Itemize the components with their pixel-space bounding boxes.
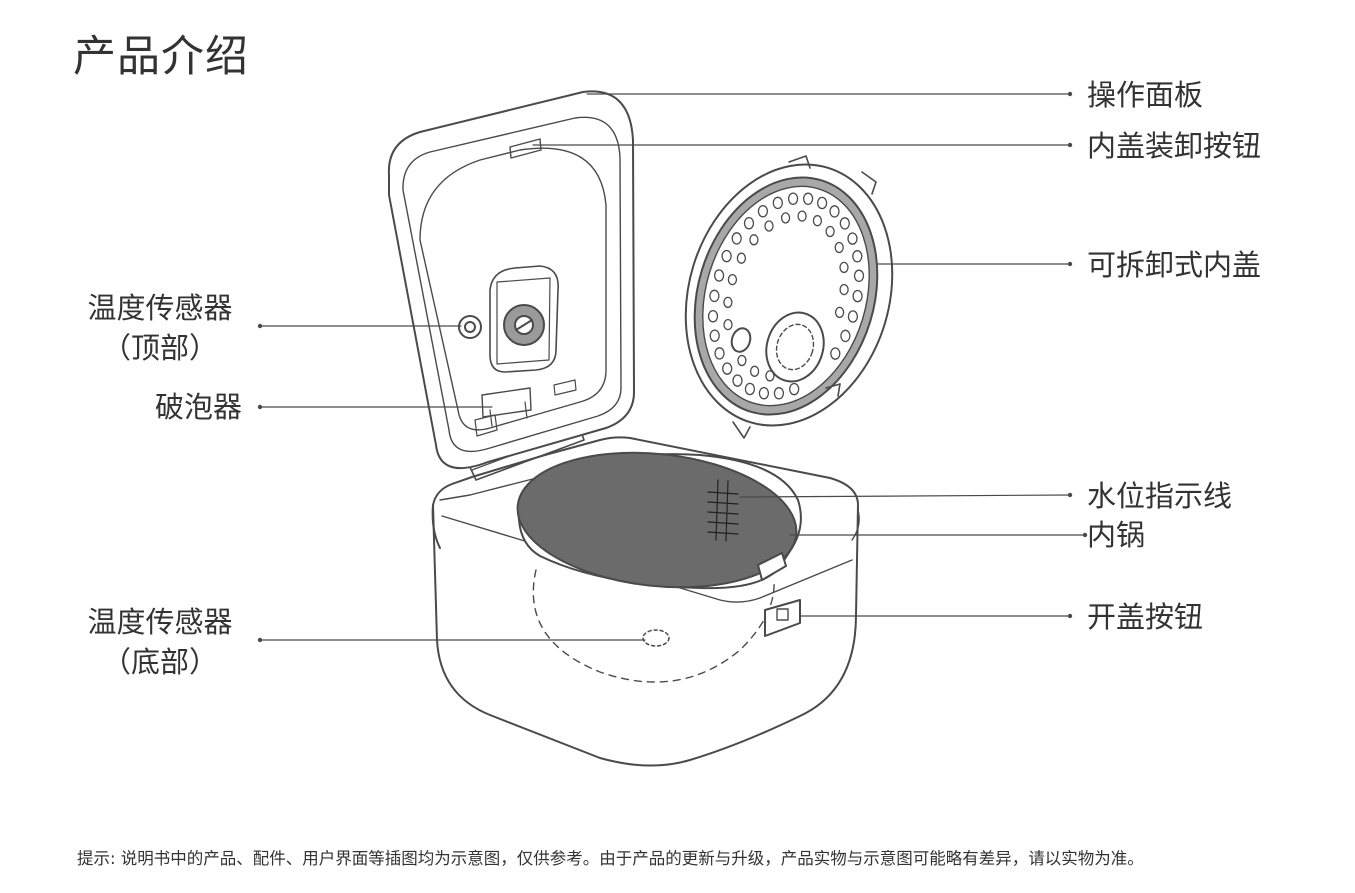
label-bottom-temp-sensor: 温度传感器 （底部） <box>60 602 260 682</box>
vent-hole <box>743 216 755 230</box>
vent-hole <box>744 382 756 396</box>
vent-hole <box>787 192 799 205</box>
vent-hole <box>707 309 719 323</box>
vent-hole <box>721 249 732 263</box>
vent-hole <box>773 387 785 400</box>
label-control-panel: 操作面板 <box>1087 78 1204 112</box>
vent-hole <box>839 283 849 296</box>
vent-hole <box>825 225 835 238</box>
label-removable-inner-lid: 可拆卸式内盖 <box>1087 248 1262 282</box>
vent-hole <box>839 261 849 274</box>
vent-hole <box>812 215 823 227</box>
vent-hole <box>834 241 844 254</box>
vent-hole <box>816 196 828 210</box>
vent-hole <box>847 232 858 245</box>
vent-hole <box>723 318 733 331</box>
label-bottom-temp-sensor-line2: （底部） <box>101 645 218 679</box>
open-lid <box>387 90 635 470</box>
vent-hole <box>772 196 783 210</box>
label-lid-open-button: 开盖按钮 <box>1087 600 1204 634</box>
vent-hole <box>709 289 720 303</box>
vent-hole <box>732 374 743 387</box>
label-top-temp-sensor-line2: （顶部） <box>101 331 218 365</box>
label-inner-lid-release-button: 内盖装卸按钮 <box>1087 129 1262 163</box>
label-bottom-temp-sensor-line1: 温度传感器 <box>87 605 233 639</box>
label-bubble-breaker: 破泡器 <box>154 390 242 424</box>
vent-hole <box>714 347 725 360</box>
vent-hole <box>839 217 850 230</box>
vent-hole <box>847 310 859 323</box>
bottom-temp-sensor <box>642 629 670 647</box>
leader-lines <box>259 93 1086 641</box>
inner-pot <box>516 451 802 590</box>
label-inner-pot: 内锅 <box>1087 518 1146 552</box>
label-water-level-line: 水位指示线 <box>1087 479 1233 513</box>
vent-hole <box>749 234 759 246</box>
vent-hole <box>764 220 774 232</box>
vent-hole <box>852 289 863 303</box>
vent-hole <box>840 329 851 343</box>
vent-hole <box>749 365 760 377</box>
heating-element <box>532 569 775 683</box>
vent-hole <box>709 329 720 342</box>
vent-hole <box>737 354 747 367</box>
vent-hole <box>731 232 742 245</box>
vent-hole <box>765 370 775 382</box>
vent-hole <box>727 273 738 286</box>
vent-hole <box>802 192 814 206</box>
vent-hole <box>829 205 840 218</box>
lid-open-button-shape <box>764 599 801 637</box>
vent-hole <box>780 212 791 224</box>
vent-hole <box>723 296 733 309</box>
label-top-temp-sensor: 温度传感器 （顶部） <box>60 288 260 368</box>
vent-hole <box>797 210 807 222</box>
vent-hole <box>713 269 725 282</box>
page-title: 产品介绍 <box>73 32 249 82</box>
vent-hole <box>736 252 747 264</box>
vent-hole <box>722 362 733 375</box>
vent-hole <box>757 204 769 218</box>
vent-hole <box>834 306 845 319</box>
vent-hole <box>830 347 841 360</box>
disclaimer-note: 提示: 说明书中的产品、配件、用户界面等插图均为示意图，仅供参考。由于产品的更新… <box>77 849 1144 868</box>
vent-hole <box>758 386 770 400</box>
removable-inner-lid <box>684 155 894 439</box>
label-top-temp-sensor-line1: 温度传感器 <box>87 291 233 325</box>
vent-hole <box>853 269 865 283</box>
vent-hole <box>789 382 800 396</box>
vent-hole <box>852 250 863 263</box>
